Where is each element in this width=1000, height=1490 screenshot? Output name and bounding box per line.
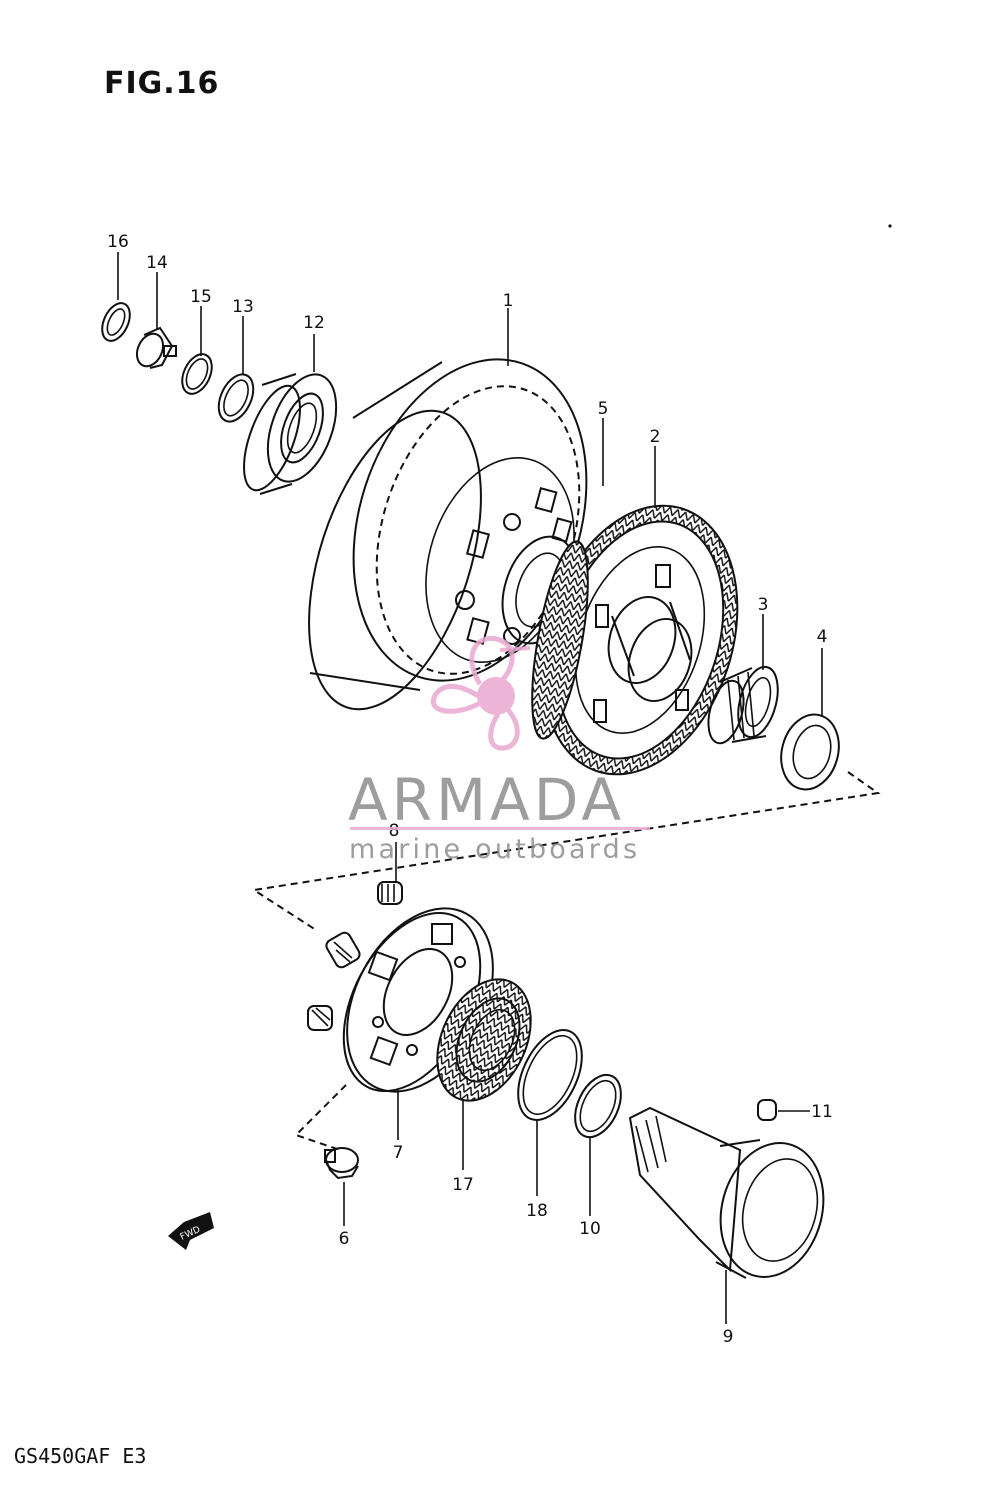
callout-16: 16	[107, 232, 129, 252]
callout-3: 3	[758, 595, 769, 615]
armada-logo-icon	[430, 636, 531, 751]
callout-10: 10	[579, 1219, 601, 1239]
callout-labels: 1 2 3 4 5 6 7 8 9 10 11 12 13 14 15 16 1…	[107, 232, 833, 1347]
fwd-arrow-icon: FWD	[168, 1212, 214, 1250]
part-11-key	[757, 1099, 777, 1121]
callout-5: 5	[598, 399, 609, 419]
part-5-gear-ring	[531, 540, 589, 740]
part-16-circlip	[101, 302, 131, 342]
part-6-bolt	[324, 1147, 359, 1180]
part-12-bearing	[243, 373, 338, 495]
callout-1: 1	[503, 291, 514, 311]
part-10-washer	[574, 1073, 622, 1139]
part-18-circlip	[517, 1029, 583, 1121]
part-17-gear	[436, 978, 532, 1102]
callout-18: 18	[526, 1201, 548, 1221]
callout-12: 12	[303, 313, 325, 333]
part-2-driven-gear	[541, 504, 739, 776]
part-4-washer	[780, 713, 840, 791]
callout-6: 6	[339, 1229, 350, 1249]
leader-lines	[117, 252, 823, 1324]
part-9-shaft	[628, 1106, 825, 1279]
callout-2: 2	[650, 427, 661, 447]
watermark-underline	[350, 827, 650, 830]
part-14-bush	[135, 326, 177, 369]
callout-7: 7	[393, 1143, 404, 1163]
assembly-line-lower	[294, 1084, 347, 1151]
callout-11: 11	[811, 1102, 833, 1122]
callout-8: 8	[389, 821, 400, 841]
speck	[888, 224, 892, 228]
assembly-line-upper	[251, 771, 881, 931]
callout-14: 14	[146, 253, 168, 273]
watermark-name: ARMADA	[348, 766, 626, 834]
callout-17: 17	[452, 1175, 474, 1195]
callout-4: 4	[817, 627, 828, 647]
part-8-springs	[307, 881, 403, 1031]
part-3-needle-bearing	[707, 665, 779, 745]
part-15-ring	[181, 353, 213, 395]
figure-title: FIG.16	[104, 66, 220, 101]
callout-15: 15	[190, 287, 212, 307]
model-code: GS450GAF E3	[14, 1444, 147, 1468]
watermark-tagline: marine outboards	[349, 834, 641, 865]
part-13-circlip	[217, 373, 255, 423]
callout-9: 9	[723, 1327, 734, 1347]
callout-13: 13	[232, 297, 254, 317]
